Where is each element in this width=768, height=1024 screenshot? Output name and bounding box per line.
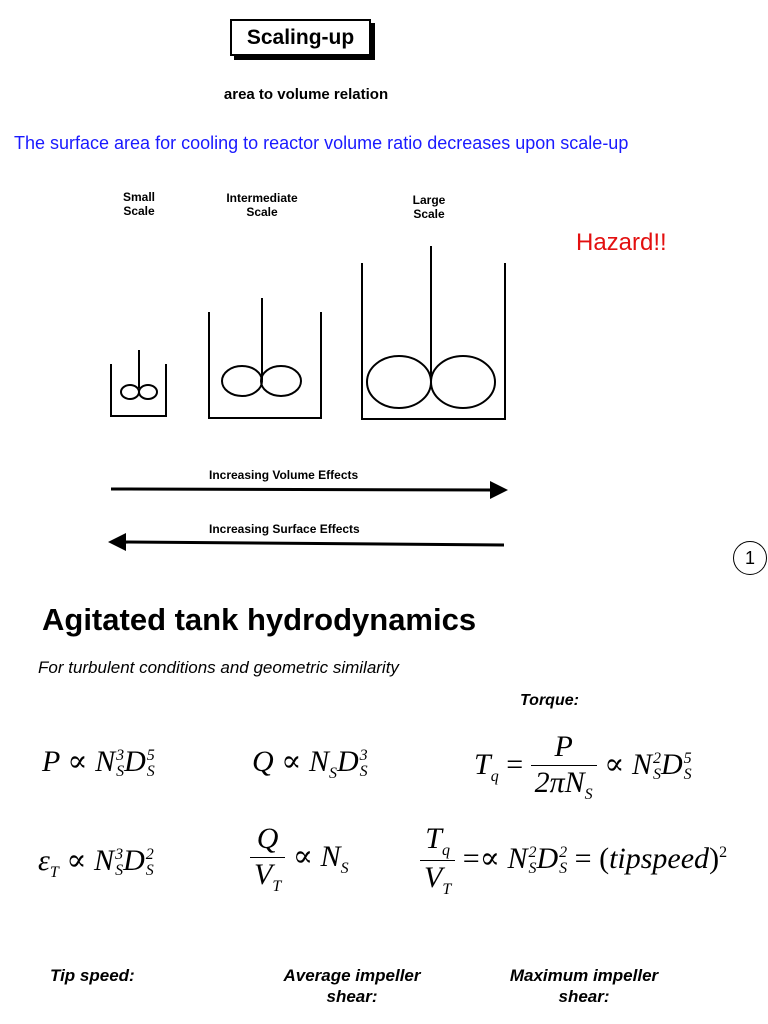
average-shear-label: Average impeller shear: xyxy=(283,966,421,1007)
volume-arrow-line xyxy=(110,487,497,492)
tipspeed-term: tipspeed xyxy=(609,841,710,875)
page-number: 1 xyxy=(733,541,767,575)
scale-label-large: Large Scale xyxy=(412,193,446,221)
surface-arrow-line xyxy=(119,540,505,547)
maximum-shear-label: Maximum impeller shear: xyxy=(509,966,659,1007)
circulation-equation: Q VT ∝ NS xyxy=(250,822,349,896)
large-reactor-impeller-right xyxy=(430,355,496,409)
section-heading: Agitated tank hydrodynamics xyxy=(42,602,477,637)
reactor-diagram xyxy=(108,246,508,551)
slide-title: Scaling-up xyxy=(230,19,371,56)
large-reactor-vessel xyxy=(361,263,506,420)
small-reactor-impeller-left xyxy=(120,384,140,400)
small-reactor-vessel xyxy=(110,364,167,417)
intermediate-reactor-impeller-left xyxy=(221,365,263,397)
scale-label-small: Small Scale xyxy=(122,190,155,218)
volume-arrow-label: Increasing Volume Effects xyxy=(209,468,359,482)
small-reactor-impeller-right xyxy=(138,384,158,400)
conditions-text: For turbulent conditions and geometric s… xyxy=(38,658,399,677)
hazard-text: Hazard!! xyxy=(576,229,667,256)
intermediate-reactor-impeller-right xyxy=(260,365,302,397)
scale-label-intermediate: Intermediate Scale xyxy=(226,191,298,219)
torque-label: Torque: xyxy=(520,692,579,709)
volume-arrow-head xyxy=(490,481,508,499)
tip-speed-label: Tip speed: xyxy=(50,966,135,985)
surface-arrow-head xyxy=(108,533,126,551)
intermediate-reactor-vessel xyxy=(208,312,322,419)
description-text: The surface area for cooling to reactor … xyxy=(14,133,629,153)
slide-subtitle: area to volume relation xyxy=(223,86,389,103)
surface-arrow-label: Increasing Surface Effects xyxy=(209,522,360,536)
large-reactor-impeller-left xyxy=(366,355,432,409)
